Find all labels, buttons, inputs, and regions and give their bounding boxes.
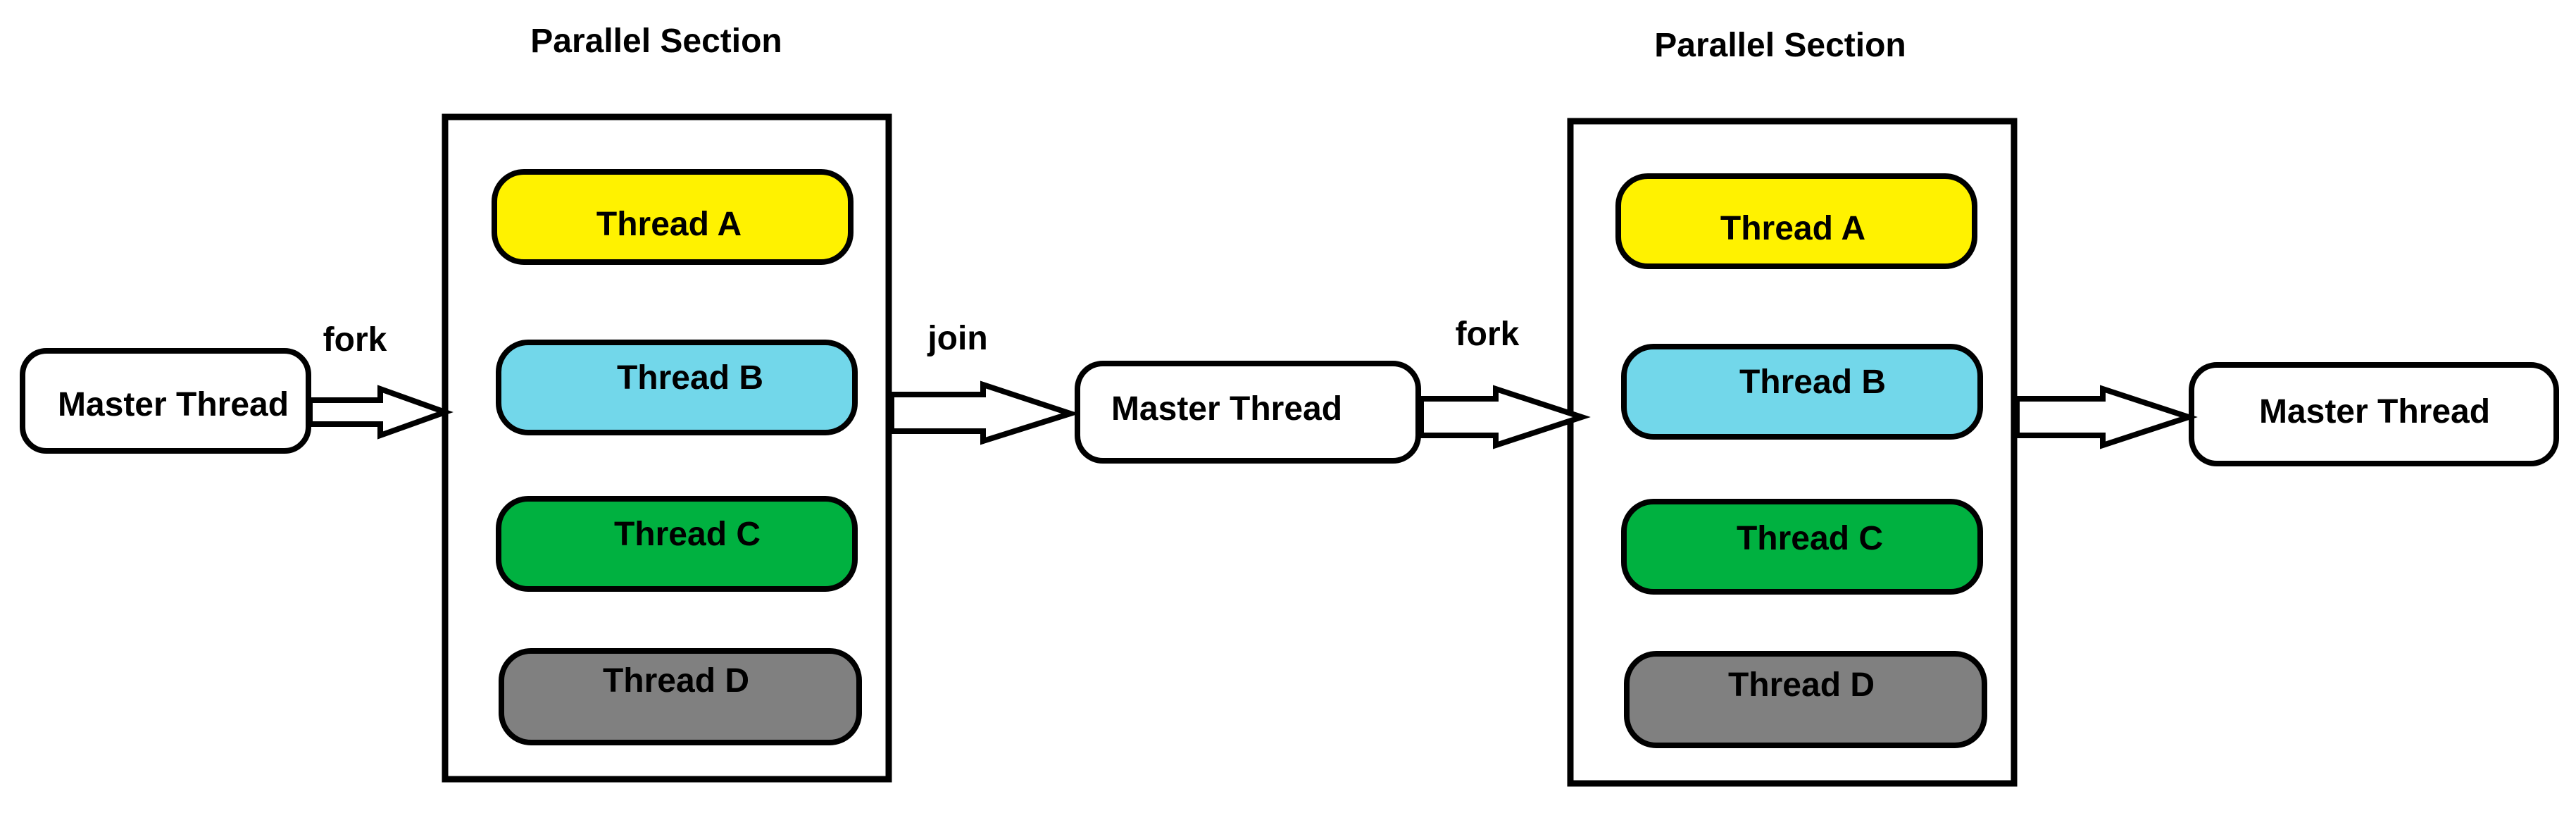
section1-thread-b-label: Thread B	[617, 359, 763, 397]
fork-arrow-2	[1418, 385, 1591, 449]
master-thread-box-3	[2189, 362, 2559, 466]
join-arrow-1	[889, 380, 1080, 445]
parallel-section-box-2	[1567, 118, 2018, 787]
section1-thread-a-label: Thread A	[596, 206, 742, 243]
join-arrow-2	[2014, 385, 2198, 449]
section1-thread-c-label: Thread C	[614, 516, 761, 553]
section-title-1: Parallel Section	[530, 23, 782, 60]
fork-label-1: fork	[323, 321, 387, 359]
fork-arrow-1	[307, 385, 454, 440]
master-thread-label-2: Master Thread	[1111, 390, 1342, 428]
section2-thread-b-label: Thread B	[1739, 364, 1886, 401]
section2-thread-d-label: Thread D	[1728, 666, 1875, 704]
section2-thread-a-label: Thread A	[1720, 210, 1865, 247]
section1-thread-d-label: Thread D	[603, 662, 749, 700]
fork-label-2: fork	[1456, 316, 1520, 353]
section2-thread-d-box	[1624, 651, 1987, 748]
join-label-1: join	[927, 320, 987, 357]
master-thread-label-3: Master Thread	[2259, 393, 2490, 430]
section2-thread-c-box	[1621, 499, 1983, 595]
master-thread-label-1: Master Thread	[58, 386, 289, 423]
section2-thread-c-label: Thread C	[1737, 520, 1883, 557]
section1-thread-b-box	[496, 340, 858, 435]
parallel-section-box-1	[442, 113, 892, 783]
section2-thread-a-box	[1615, 173, 1977, 269]
section1-thread-a-box	[492, 169, 854, 265]
section-title-2: Parallel Section	[1654, 27, 1906, 64]
section1-thread-c-box	[496, 496, 858, 592]
section1-thread-d-box	[499, 648, 862, 745]
section2-thread-b-box	[1621, 344, 1983, 440]
